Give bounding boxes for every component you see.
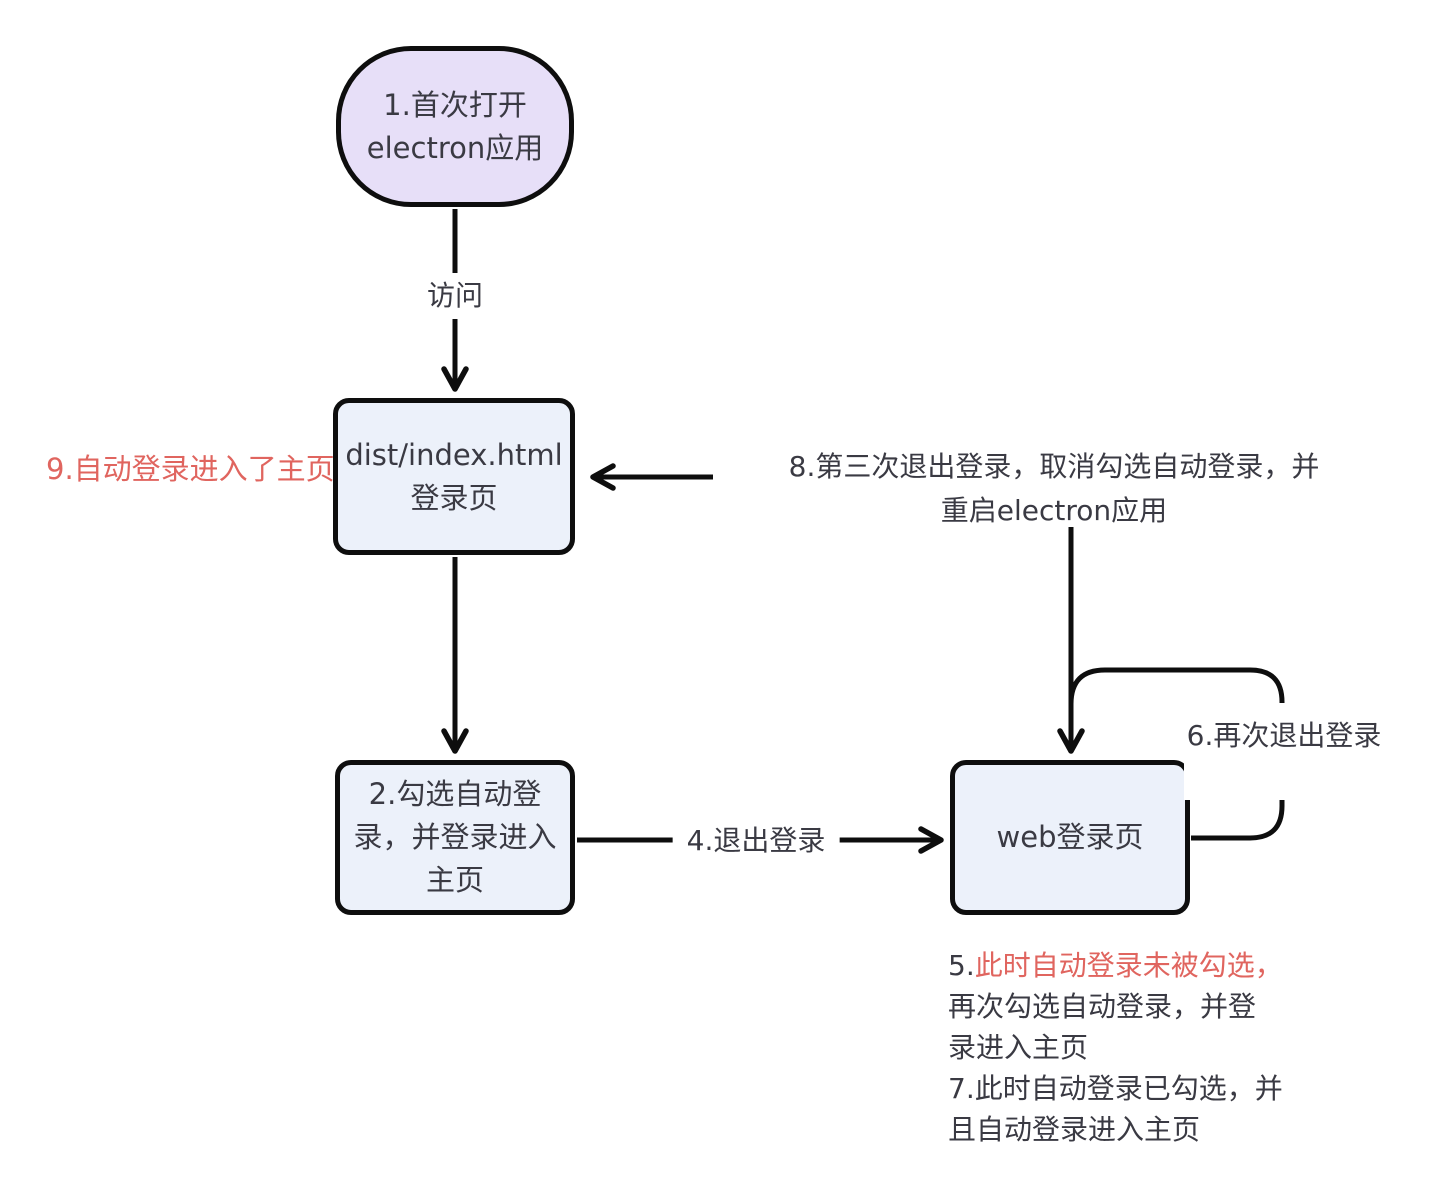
annotation-third-logout-line: 重启electron应用 bbox=[940, 494, 1168, 527]
annotation-auto-login-home: 9.自动登录进入了主页 bbox=[46, 452, 335, 486]
node-check-auto-login-line: 录，并登录进入 bbox=[353, 820, 557, 854]
node-dist-login-line: 登录页 bbox=[410, 480, 498, 515]
annotation-note-7-line2: 且自动登录进入主页 bbox=[948, 1113, 1201, 1146]
annotation-note-5-line3: 录进入主页 bbox=[948, 1031, 1089, 1064]
node-start: 1.首次打开 electron应用 bbox=[336, 46, 574, 207]
node-check-auto-login-line: 主页 bbox=[425, 863, 484, 897]
node-start-line: electron应用 bbox=[366, 130, 544, 165]
edge-label-logout: 4.退出登录 bbox=[672, 818, 840, 864]
annotation-note-5-red-text: 此时自动登录未被勾选， bbox=[974, 949, 1283, 982]
annotation-third-logout: 8.第三次退出登录，取消勾选自动登录，并 重启electron应用 bbox=[714, 445, 1394, 533]
node-dist-login: dist/index.html 登录页 bbox=[333, 398, 575, 555]
node-check-auto-login: 2.勾选自动登 录，并登录进入 主页 bbox=[335, 760, 575, 915]
annotation-note-5-7: 5.此时自动登录未被勾选， 再次勾选自动登录，并登 录进入主页 7.此时自动登录… bbox=[948, 945, 1328, 1150]
annotation-note-7-line1: 7.此时自动登录已勾选，并 bbox=[948, 1072, 1283, 1105]
annotation-note-5-prefix: 5. bbox=[948, 949, 975, 982]
annotation-note-5-line1: 5.此时自动登录未被勾选， bbox=[948, 945, 1328, 986]
edge-label-logout-again: 6.再次退出登录 bbox=[1184, 703, 1384, 800]
node-start-line: 1.首次打开 bbox=[383, 87, 527, 122]
node-check-auto-login-line: 2.勾选自动登 bbox=[368, 777, 542, 811]
annotation-third-logout-line: 8.第三次退出登录，取消勾选自动登录，并 bbox=[788, 450, 1320, 483]
node-web-login: web登录页 bbox=[950, 760, 1190, 915]
annotation-note-5-line2: 再次勾选自动登录，并登 bbox=[948, 990, 1257, 1023]
edge-label-visit: 访问 bbox=[414, 273, 496, 319]
node-web-login-line: web登录页 bbox=[996, 820, 1144, 854]
edge-logout-again-loop bbox=[1068, 667, 1285, 841]
node-dist-login-line: dist/index.html bbox=[345, 437, 563, 472]
